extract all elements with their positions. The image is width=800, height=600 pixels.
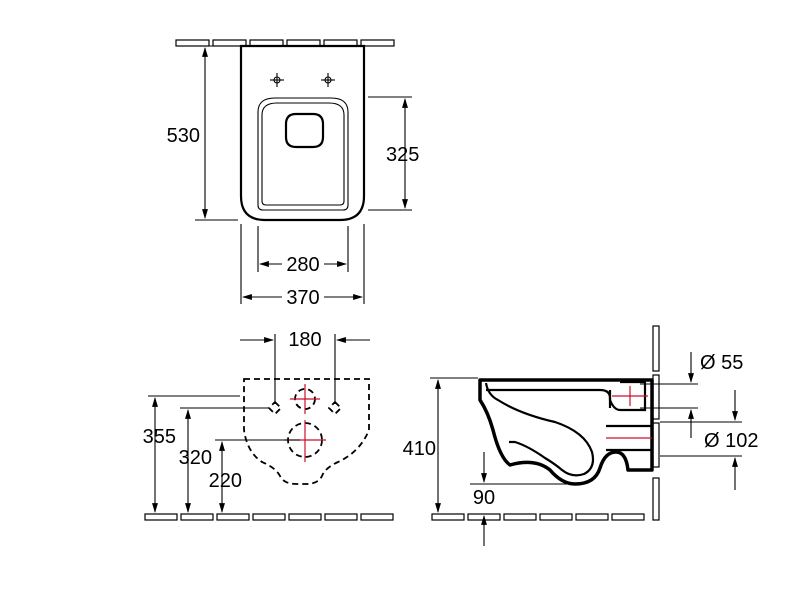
side-toilet-body: [478, 378, 654, 486]
dim-total-height: 410: [403, 438, 436, 460]
top-seat-inner: [261, 102, 345, 206]
side-rim: [486, 388, 612, 408]
side-bowl-inner: [484, 382, 595, 477]
top-fixing-marks: [270, 73, 335, 87]
dim-width-outer: 370: [286, 287, 319, 309]
top-bowl-outline: [239, 44, 366, 222]
front-centre-lines: [284, 384, 326, 462]
dim-height-320: 320: [179, 447, 212, 469]
front-pan-outline: [243, 378, 370, 485]
dim-height-355: 355: [143, 426, 176, 448]
side-floor: [431, 513, 645, 521]
side-view: 410 90 Ø 55 Ø 102: [403, 325, 758, 546]
dim-fixing-spacing: 180: [288, 329, 321, 351]
dim-depth-outer: 530: [167, 125, 200, 147]
dim-depth-inner: 325: [386, 144, 419, 166]
dim-width-inner: 280: [286, 254, 319, 276]
front-view: 180 355 320 220: [143, 329, 394, 521]
side-centre-lines: [606, 386, 652, 439]
front-floor: [144, 513, 394, 521]
dim-outlet-diameter: Ø 102: [704, 430, 758, 452]
dim-outlet-height: 90: [473, 487, 495, 509]
side-outlet: [606, 424, 652, 452]
side-wall: [652, 325, 660, 521]
top-water-area: [284, 112, 325, 149]
top-seat-opening: [257, 97, 349, 211]
top-view: 530 325 280 370: [167, 39, 419, 309]
top-wall: [175, 39, 395, 47]
dim-inlet-diameter: Ø 55: [700, 352, 743, 374]
side-inlet: [608, 380, 647, 412]
dim-height-220: 220: [209, 470, 242, 492]
